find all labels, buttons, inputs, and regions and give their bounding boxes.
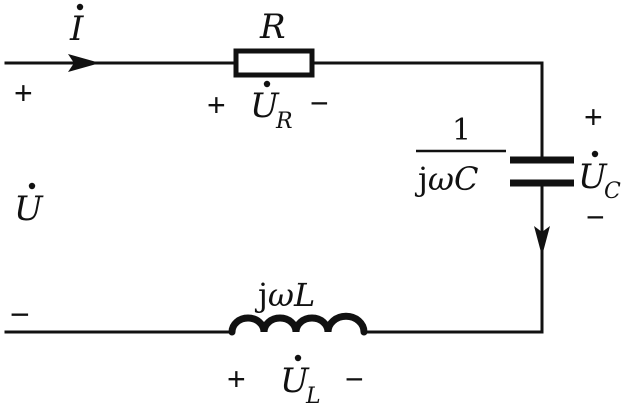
resistor-voltage-plus: + [207, 87, 226, 123]
inductor-voltage-minus: − [345, 361, 364, 397]
resistor-label: R [259, 7, 286, 47]
source-voltage-minus: − [10, 296, 30, 334]
capacitor-voltage-label: + U C − [578, 99, 621, 235]
capacitor-voltage-plus: + [584, 99, 603, 135]
inductor-impedance-label: jωL [254, 276, 315, 314]
inductor-voltage-plus: + [227, 361, 246, 397]
resistor-symbol [233, 48, 315, 78]
phasor-dot [28, 182, 36, 190]
source-voltage-symbol: U [14, 189, 44, 229]
inductor-voltage-symbol: U [280, 361, 310, 401]
resistor-voltage-label: + U R − [207, 80, 329, 134]
inductor-label-l: L [293, 276, 315, 314]
capacitor-symbol [510, 156, 574, 187]
resistor-voltage-minus: − [310, 85, 329, 121]
current-symbol: I [69, 9, 84, 49]
capacitor-denominator: jωC [414, 160, 479, 198]
capacitor-denominator-omega: ω [428, 160, 454, 198]
capacitor-voltage-symbol: U [578, 157, 608, 197]
inductor-label-j: j [254, 276, 268, 314]
phasor-dot [263, 80, 271, 88]
inductor-voltage-label: + U L − [227, 354, 364, 409]
capacitor-denominator-j: j [414, 160, 428, 198]
source-voltage-label: + U − [10, 75, 44, 334]
capacitor-impedance-label: 1 jωC [414, 113, 506, 198]
capacitor-denominator-c: C [454, 160, 478, 198]
capacitor-numerator: 1 [452, 113, 471, 148]
inductor-symbol [228, 312, 368, 336]
resistor-voltage-symbol: U [250, 86, 280, 126]
source-voltage-plus: + [14, 75, 33, 111]
capacitor-voltage-minus: − [586, 199, 605, 235]
phasor-dot [294, 354, 302, 362]
phasor-dot [76, 3, 84, 11]
inductor-label-omega: ω [268, 276, 294, 314]
inductor-voltage-subscript: L [305, 384, 321, 409]
capacitor-voltage-subscript: C [604, 179, 621, 204]
current-label: I [69, 3, 84, 49]
current-arrow-icon [68, 54, 100, 72]
current-down-arrow-icon [534, 226, 550, 256]
phasor-dot [591, 150, 599, 158]
resistor-voltage-subscript: R [275, 109, 293, 134]
wires [4, 61, 544, 334]
